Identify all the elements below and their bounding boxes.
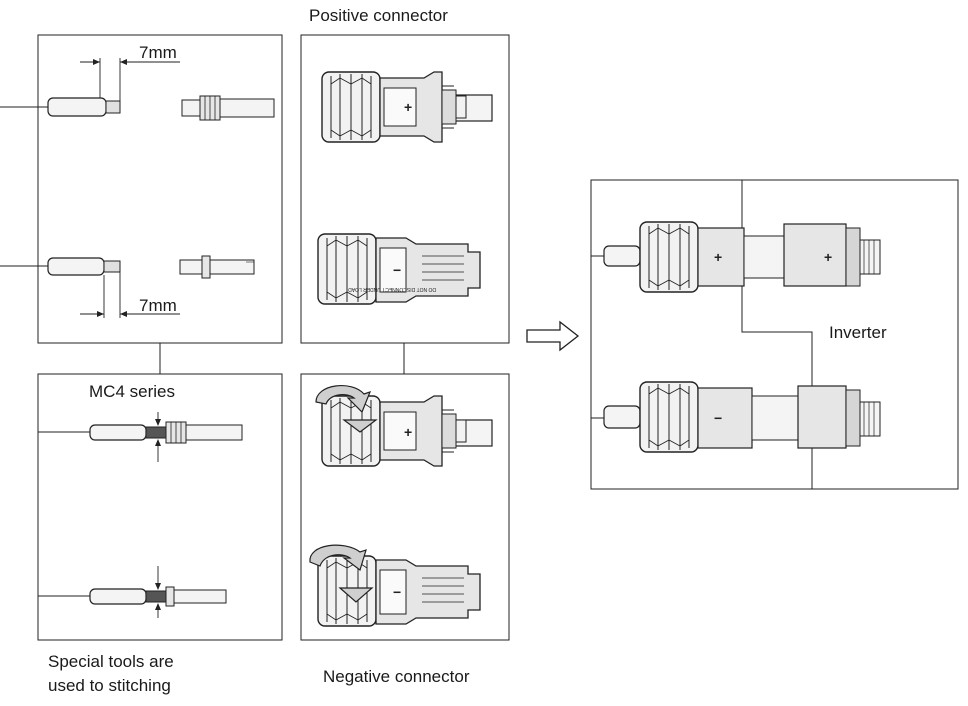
inverter-panel	[590, 179, 959, 490]
tighten-panel	[300, 373, 510, 641]
strip-length-bottom-label: 7mm	[139, 296, 177, 315]
positive-connector-assembled: +	[321, 71, 493, 143]
assembly-panel	[300, 34, 510, 344]
bottom-cable-conductor	[103, 260, 121, 273]
strip-panel	[37, 34, 283, 344]
plus-mark: +	[404, 99, 412, 115]
rotate-arrow-icon	[315, 385, 372, 414]
crimped-male-contact	[38, 566, 227, 618]
strip-length-top-label: 7mm	[139, 43, 177, 62]
warning-text: DO NOT DISCONNECT UNDER LOAD	[348, 286, 436, 292]
crimp-panel	[37, 373, 283, 641]
plus-mark: +	[714, 249, 722, 265]
top-cable-jacket	[47, 97, 107, 117]
positive-connector-tightened: +	[315, 385, 493, 467]
special-tools-line1: Special tools are	[48, 652, 174, 671]
plus-mark: +	[824, 249, 832, 265]
negative-connector-label: Negative connector	[323, 667, 470, 686]
plus-mark: +	[404, 424, 412, 440]
inverter-label: Inverter	[829, 323, 887, 342]
negative-connector-tightened: −	[309, 544, 481, 627]
male-contact-top	[179, 255, 255, 279]
arrow-right-icon	[526, 320, 580, 352]
mc4-series-label: MC4 series	[89, 382, 175, 401]
mated-connector-positive: + +	[591, 221, 881, 293]
special-tools-line2: used to stitching	[48, 676, 171, 695]
bottom-cable-jacket	[47, 257, 105, 276]
minus-mark: −	[393, 584, 401, 600]
rotate-arrow-icon	[309, 544, 367, 571]
minus-mark: −	[714, 410, 722, 426]
mated-connector-negative: −	[591, 381, 881, 453]
minus-mark: −	[393, 262, 401, 278]
top-cable-conductor	[105, 100, 121, 114]
negative-connector-assembled: − DO NOT DISCONNECT UNDER LOAD	[317, 233, 481, 305]
positive-connector-label: Positive connector	[309, 6, 448, 25]
crimped-female-contact	[38, 412, 243, 462]
female-contact-top	[181, 95, 275, 121]
